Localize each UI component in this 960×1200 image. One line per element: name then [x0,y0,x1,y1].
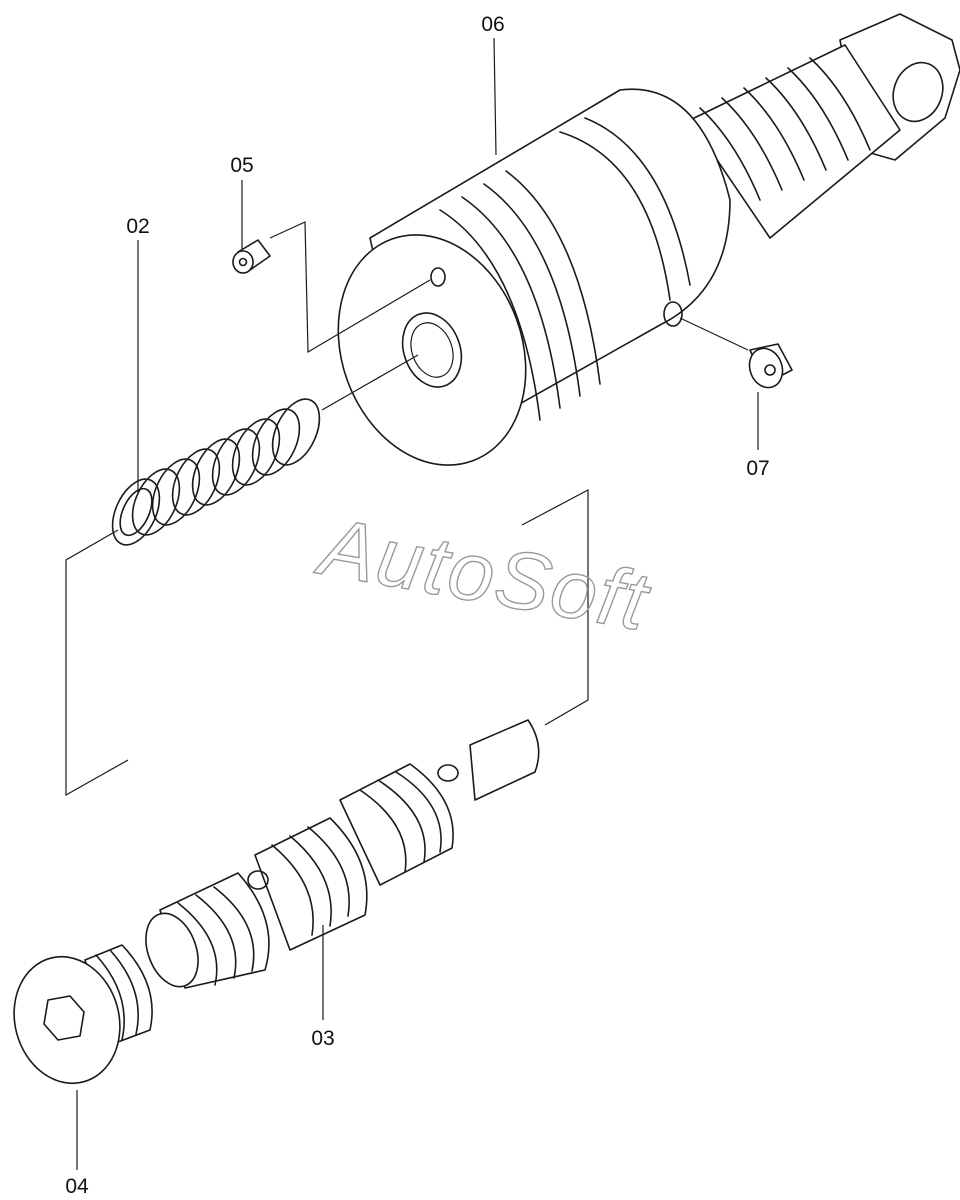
callout-03: 03 [311,1027,334,1050]
spring-part-02 [111,398,321,546]
callout-05: 05 [230,154,253,177]
callout-04: 04 [65,1175,89,1198]
set-screw-part-07 [748,343,793,389]
watermark-autosoft: AutoSoft [309,500,656,648]
housing-part-06 [337,13,960,466]
assembly-lines [65,37,759,1170]
callout-07: 07 [746,457,769,480]
plug-part-04 [13,944,153,1085]
callout-02: 02 [126,215,149,238]
set-screw-part-05 [232,239,271,274]
spool-part-03 [145,719,540,989]
callout-06: 06 [481,13,504,36]
